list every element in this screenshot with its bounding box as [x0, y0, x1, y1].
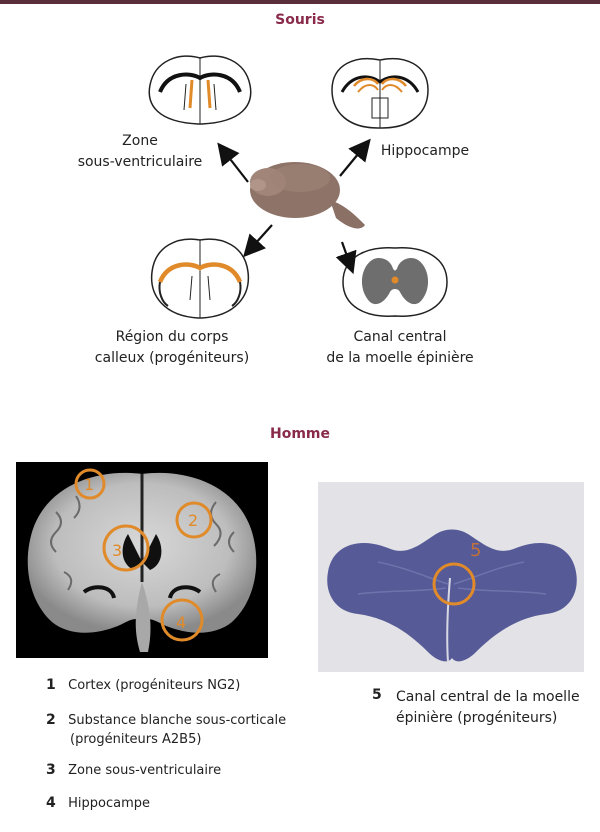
- legend-text-1: Cortex (progéniteurs NG2): [68, 678, 241, 693]
- brain-marker-4: 4: [176, 613, 186, 632]
- spinal-cord-section: [342, 247, 448, 317]
- human-brain-drawing: 1 2 3 4: [27, 468, 257, 652]
- spinal-cord-drawing: 5: [327, 529, 577, 663]
- brain-marker-circle-4: [160, 598, 204, 642]
- legend-item-4: 4 Hippocampe: [46, 794, 150, 813]
- label-corpus-callosum: Région du corps calleux (progéniteurs): [92, 327, 252, 369]
- label-spinal-canal: Canal central de la moelle épinière: [315, 327, 485, 369]
- legend-text-5-line1: Canal central de la moelle: [396, 689, 580, 705]
- arrow-to-svz: [217, 142, 249, 183]
- brain-marker-2: 2: [188, 511, 198, 530]
- spine-marker-circle: [432, 562, 476, 606]
- arrow-to-corpus-callosum: [243, 224, 273, 258]
- legend-number-1: 1: [46, 677, 56, 693]
- legend-text-3: Zone sous-ventriculaire: [68, 763, 222, 778]
- arrow-to-hippocampus: [339, 138, 371, 177]
- label-svz-line1: Zone: [122, 133, 158, 149]
- legend-item-1: 1 Cortex (progéniteurs NG2): [46, 676, 240, 695]
- legend-text-4: Hippocampe: [68, 796, 151, 811]
- brain-marker-circle-3: [102, 524, 150, 572]
- brain-section-svz: [148, 55, 252, 125]
- spine-marker-5: 5: [470, 540, 481, 561]
- label-corpus-line1: Région du corps: [115, 329, 229, 345]
- human-spinal-cord-photo: 5: [318, 482, 584, 672]
- human-brain-photo: 1 2 3 4: [16, 462, 268, 658]
- mouse-diagram: [148, 55, 448, 319]
- legend-item-5: Canal central de la moelle épinière (pro…: [396, 687, 580, 729]
- brain-marker-1: 1: [84, 475, 94, 494]
- brain-section-corpus-callosum: [150, 238, 250, 319]
- brain-section-hippocampus: [331, 58, 429, 129]
- legend-text-5-line2: épinière (progéniteurs): [396, 710, 558, 726]
- legend-item-3: 3 Zone sous-ventriculaire: [46, 761, 221, 780]
- legend-number-2: 2: [46, 712, 56, 728]
- legend-text-2-line1: Substance blanche sous-corticale: [68, 713, 287, 728]
- legend-number-4: 4: [46, 795, 56, 811]
- arrow-to-spinal-cord: [335, 241, 357, 275]
- mouse-brain-photo: [250, 162, 365, 229]
- legend-number-5: 5: [372, 687, 382, 703]
- brain-marker-circle-2: [175, 501, 213, 539]
- legend-number-3: 3: [46, 762, 56, 778]
- label-svz-line2: sous-ventriculaire: [77, 154, 203, 170]
- legend-text-2-line2: (progéniteurs A2B5): [70, 732, 202, 747]
- legend-item-2: 2 Substance blanche sous-corticale (prog…: [46, 711, 286, 749]
- human-section-title: Homme: [269, 426, 330, 442]
- mouse-section-title: Souris: [275, 12, 325, 28]
- label-hippocampus: Hippocampe: [380, 143, 470, 159]
- brain-marker-circle-1: [74, 468, 106, 500]
- brain-marker-3: 3: [112, 541, 122, 560]
- label-svz: Zone sous-ventriculaire: [70, 131, 210, 173]
- label-corpus-line2: calleux (progéniteurs): [94, 350, 250, 366]
- label-canal-line2: de la moelle épinière: [326, 350, 474, 366]
- label-canal-line1: Canal central: [353, 329, 447, 345]
- top-border: [0, 0, 600, 4]
